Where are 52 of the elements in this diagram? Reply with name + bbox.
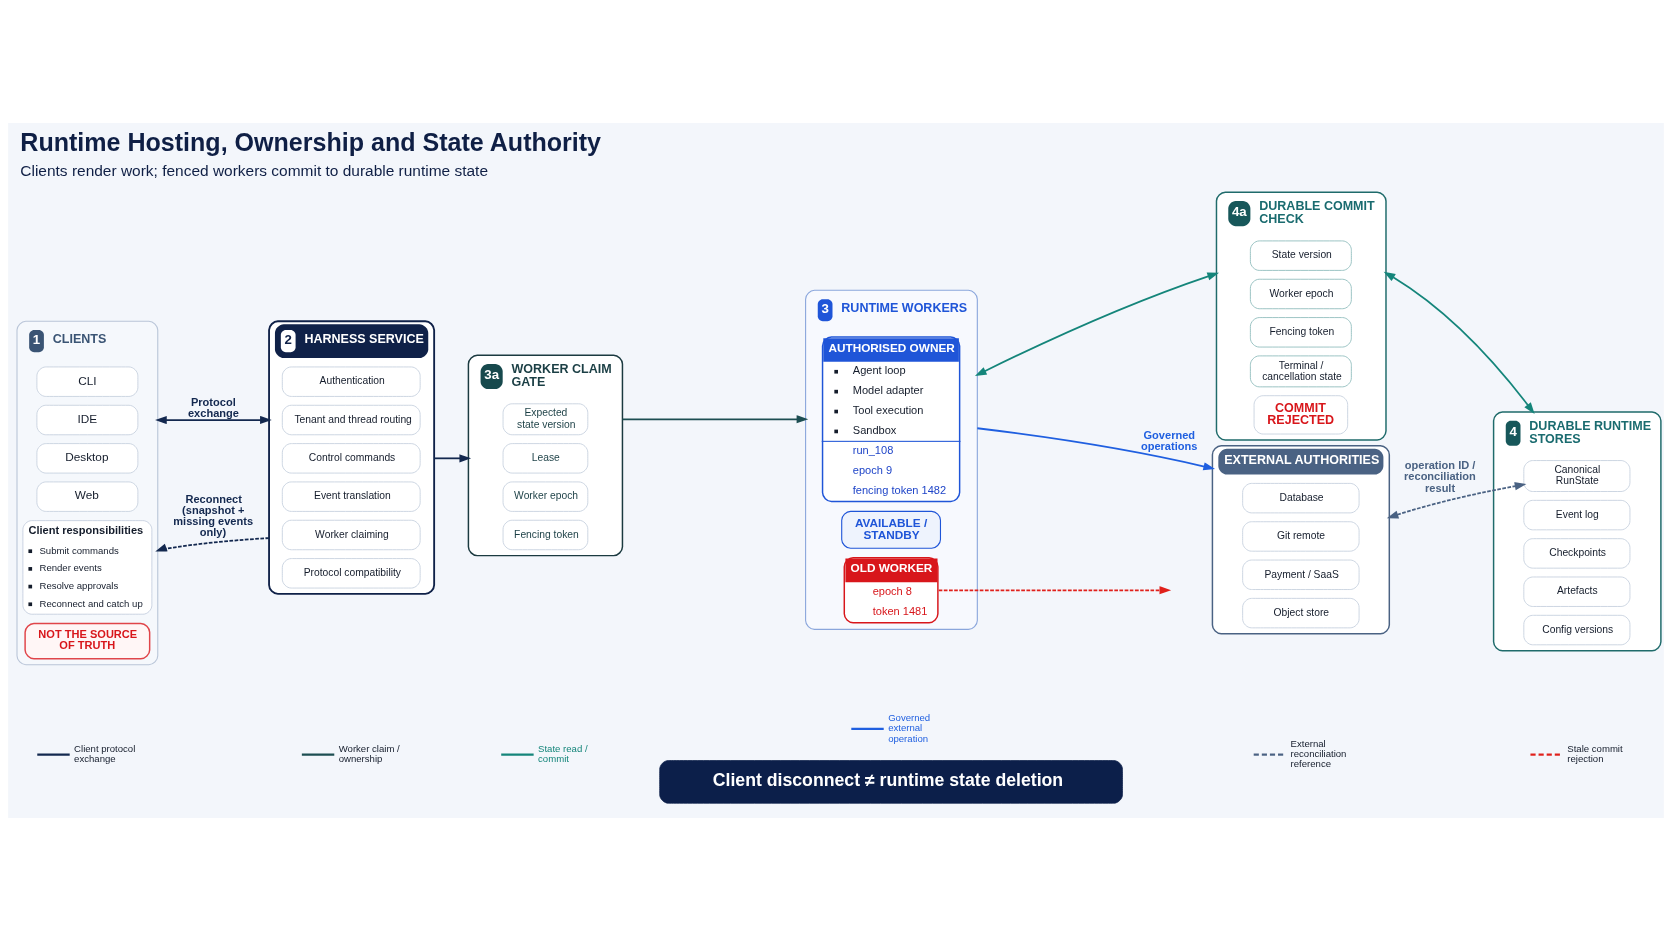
node-box: Protocol compatibility xyxy=(281,558,421,589)
node-box: Worker epoch xyxy=(1249,278,1352,310)
node-box: Git remote xyxy=(1242,521,1360,552)
node-box: Event log xyxy=(1523,499,1631,531)
arrow xyxy=(433,454,472,463)
node-box: Payment / SaaS xyxy=(1242,559,1360,590)
node-box: Worker claiming xyxy=(281,519,421,551)
node-box: Config versions xyxy=(1523,614,1631,646)
node-box: IDE xyxy=(36,404,139,436)
edge-label: Governed operations xyxy=(1140,429,1198,453)
node-box: Database xyxy=(1242,482,1360,514)
node-box: Canonical RunState xyxy=(1523,460,1631,492)
node-box: Fencing token xyxy=(502,519,589,551)
arrow xyxy=(155,537,270,552)
legend-label: Client protocol exchange xyxy=(74,742,136,765)
caption: Clients render work; fenced workers commit to durable runtime state xyxy=(20,161,489,179)
node-box: Lease xyxy=(502,443,589,474)
arrow xyxy=(155,415,272,425)
node-box: Checkpoints xyxy=(1523,538,1631,569)
legend-label: Governed external operation xyxy=(888,712,931,744)
node-box: Client disconnect ≠ runtime state deletion xyxy=(659,760,1123,804)
node-box: Web xyxy=(36,481,139,512)
node-box: Object store xyxy=(1242,597,1360,629)
node-box: Control commands xyxy=(281,443,421,474)
edge-label: Protocol exchange xyxy=(187,396,239,420)
arrow xyxy=(1383,271,1535,415)
node-box: Tenant and thread routing xyxy=(281,404,421,436)
legend-label: External reconciliation reference xyxy=(1290,737,1347,770)
arrow xyxy=(1386,482,1527,519)
node-box: State version xyxy=(1249,240,1352,271)
node-box: Event translation xyxy=(281,481,421,512)
node-box: CLI xyxy=(36,366,139,397)
edge-label: Reconnect (snapshot + missing events only) xyxy=(173,493,254,539)
node-box: Terminal / cancellation state xyxy=(1249,355,1352,388)
node-box: Desktop xyxy=(36,443,139,474)
arrow xyxy=(976,427,1216,471)
legend-label: State read / commit xyxy=(538,742,588,765)
node-box: AVAILABLE / STANDBY xyxy=(841,510,942,549)
arrow xyxy=(621,415,809,424)
node-box: Worker epoch xyxy=(502,481,589,512)
node-box: Authentication xyxy=(281,366,421,397)
legend-label: Worker claim / ownership xyxy=(338,742,400,765)
node-box: Expected state version xyxy=(502,403,589,436)
node-box: NOT THE SOURCE OF TRUTH xyxy=(24,622,151,660)
arrow xyxy=(974,272,1219,377)
legend-label: Stale commit rejection xyxy=(1567,742,1623,765)
node-box: Fencing token xyxy=(1249,317,1352,348)
node-box: COMMIT REJECTED xyxy=(1253,395,1349,435)
diagram-title: Runtime Hosting, Ownership and State Authority xyxy=(20,128,602,157)
edge-label: operation ID / reconciliation result xyxy=(1404,459,1476,494)
node-box: Artefacts xyxy=(1523,576,1631,607)
arrow xyxy=(937,586,1172,595)
